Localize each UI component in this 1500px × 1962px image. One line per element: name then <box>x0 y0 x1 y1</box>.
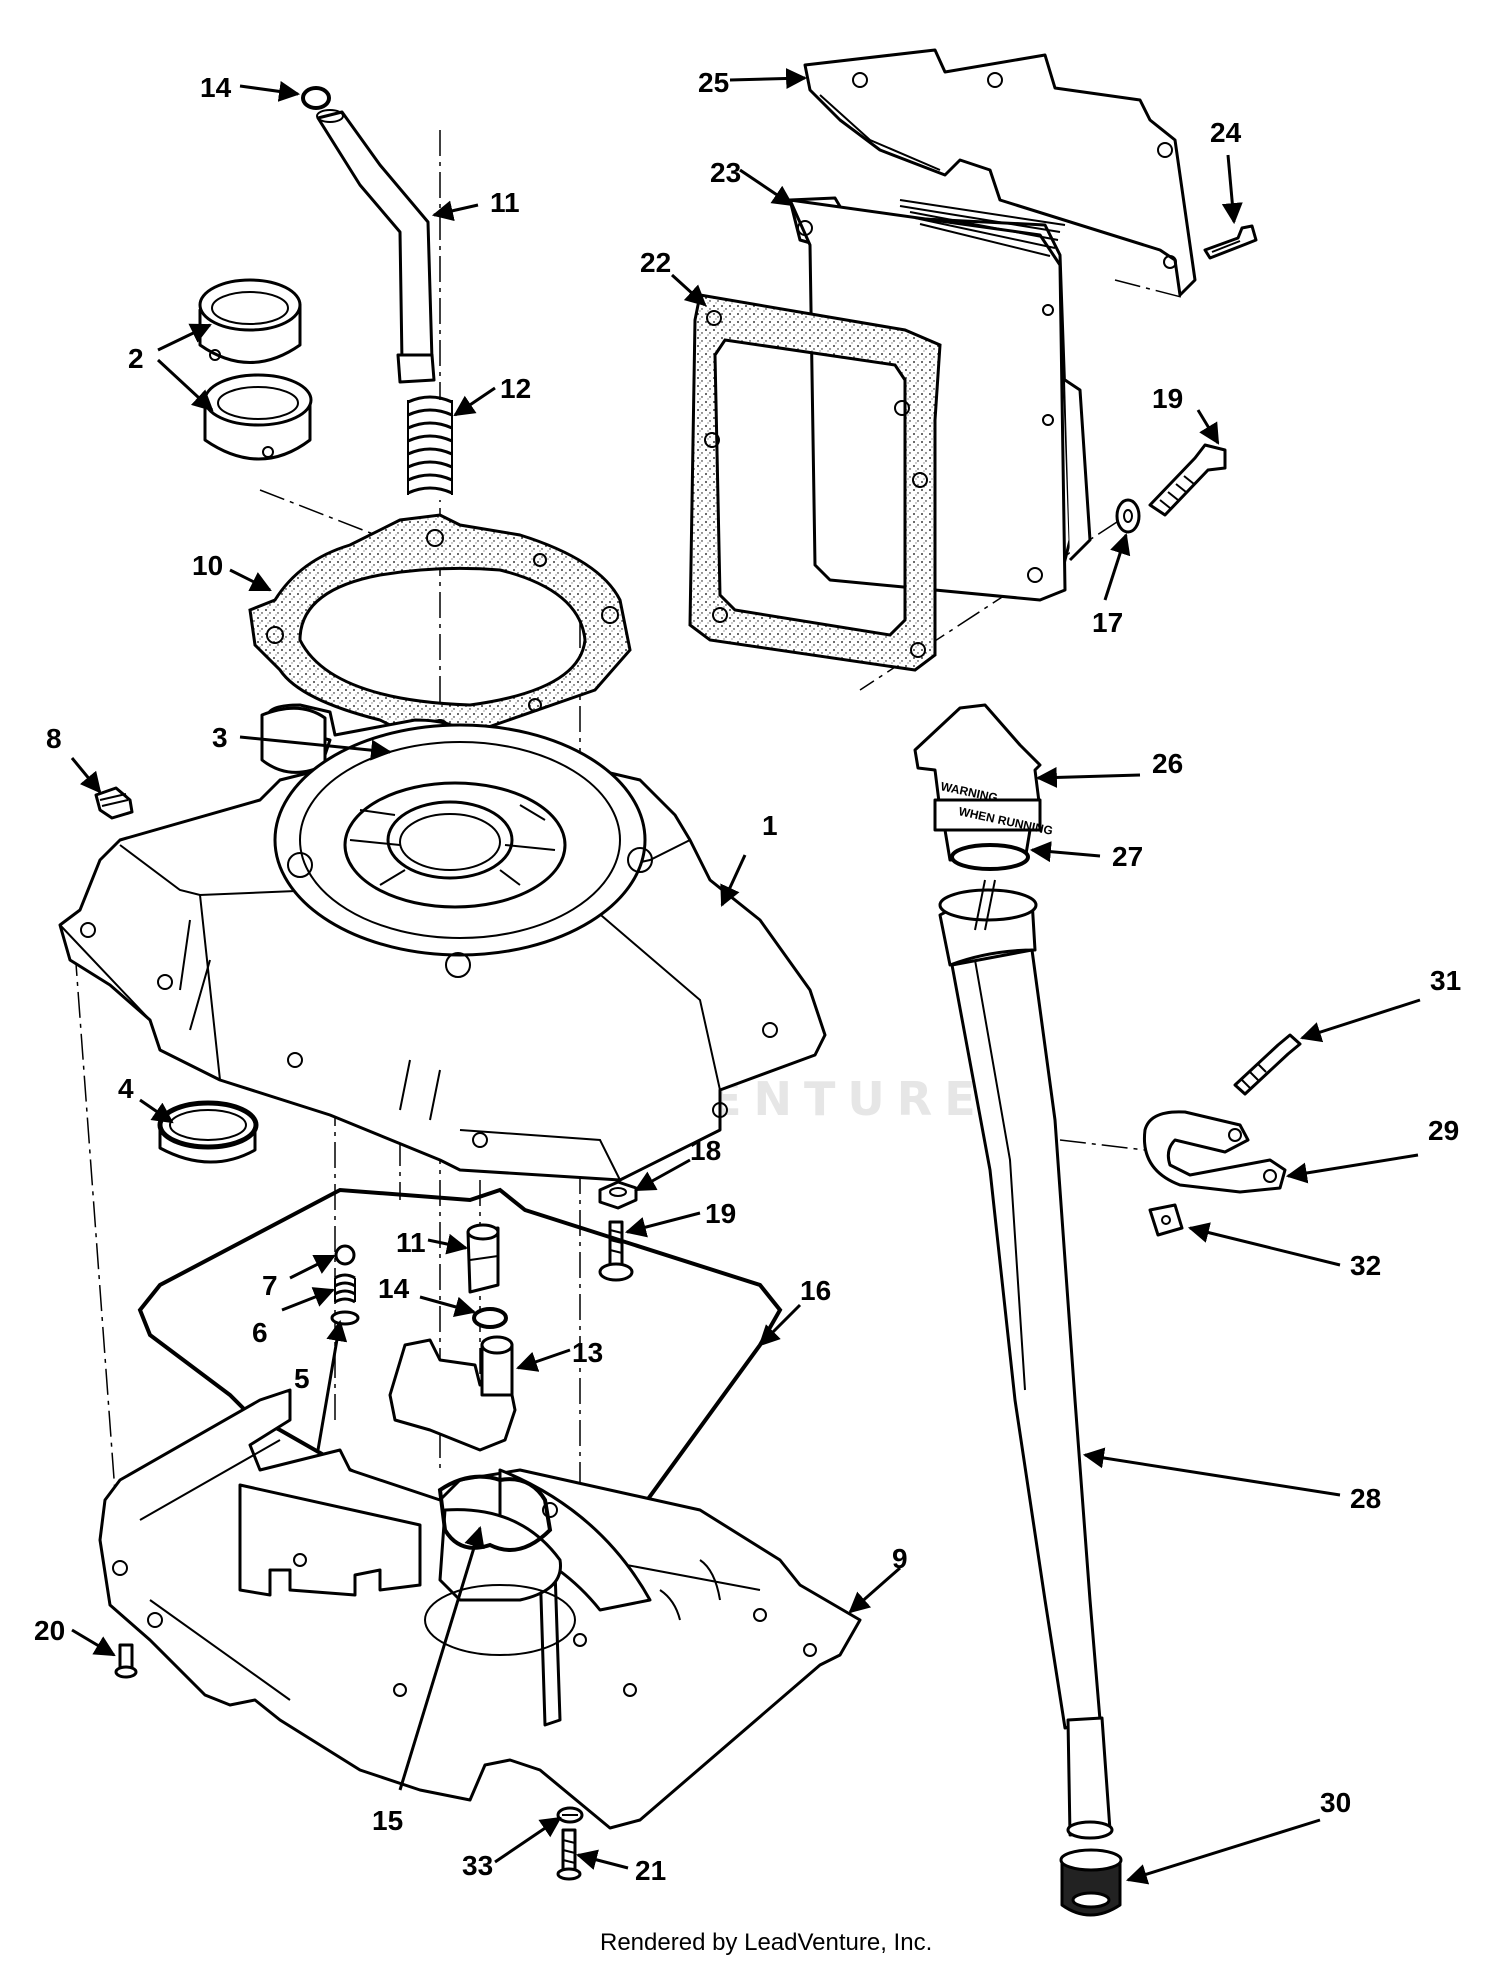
callout-17: 17 <box>1092 607 1123 638</box>
nut-18[interactable] <box>598 1180 638 1210</box>
oil-cooler-23[interactable] <box>788 196 1092 602</box>
callout-3: 3 <box>212 722 228 753</box>
screw-24[interactable] <box>1203 224 1258 260</box>
callout-5: 5 <box>294 1363 310 1394</box>
washer-33[interactable] <box>556 1806 584 1824</box>
screw-31[interactable] <box>1233 1033 1302 1096</box>
bolt-19-lower[interactable] <box>598 1220 634 1282</box>
callout-13: 13 <box>572 1337 603 1368</box>
callout-18: 18 <box>690 1135 721 1166</box>
callout-23: 23 <box>710 157 741 188</box>
clamp-29[interactable] <box>1142 1110 1287 1194</box>
callout-19-lower: 19 <box>705 1198 736 1229</box>
bearing-2-upper[interactable] <box>198 278 302 364</box>
oil-sump-9[interactable] <box>98 1388 862 1830</box>
callout-14-upper: 14 <box>200 72 232 103</box>
callout-15: 15 <box>372 1805 403 1836</box>
grommet-30[interactable] <box>1059 1848 1123 1917</box>
callout-11-lower: 11 <box>396 1227 426 1258</box>
o-ring-14-upper[interactable] <box>301 86 331 110</box>
screw-21[interactable] <box>556 1828 582 1881</box>
callout-31: 31 <box>1430 965 1461 996</box>
callout-1: 1 <box>762 810 778 841</box>
callout-27: 27 <box>1112 841 1143 872</box>
callout-20: 20 <box>34 1615 65 1646</box>
callout-29: 29 <box>1428 1115 1459 1146</box>
callout-22: 22 <box>640 247 671 278</box>
callout-19-upper: 19 <box>1152 383 1183 414</box>
callout-9: 9 <box>892 1543 908 1574</box>
screw-20[interactable] <box>114 1643 138 1679</box>
callout-32: 32 <box>1350 1250 1381 1281</box>
callout-14-lower: 14 <box>378 1273 410 1304</box>
crankcase-cover-1[interactable] <box>58 703 827 1182</box>
callout-11-upper: 11 <box>490 187 520 218</box>
nut-32[interactable] <box>1148 1203 1184 1237</box>
dipstick-cap-26[interactable]: WARNING WHEN RUNNING <box>913 703 1054 862</box>
callout-8: 8 <box>46 723 62 754</box>
callout-21: 21 <box>635 1855 666 1886</box>
oil-tube-11-upper[interactable] <box>316 109 436 384</box>
footer-credit: Rendered by LeadVenture, Inc. <box>600 1929 932 1956</box>
callout-30: 30 <box>1320 1787 1351 1818</box>
gasket-22[interactable] <box>688 293 942 672</box>
callout-2: 2 <box>128 343 144 374</box>
o-ring-27[interactable] <box>950 843 1030 871</box>
bearing-2-lower[interactable] <box>203 373 313 461</box>
callout-6: 6 <box>252 1317 268 1348</box>
gasket-10[interactable] <box>248 513 632 747</box>
plug-8[interactable] <box>94 786 134 820</box>
fill-tube-28[interactable] <box>938 879 1114 1840</box>
spring-6[interactable] <box>334 1273 356 1304</box>
callout-12: 12 <box>500 373 531 404</box>
spring-12[interactable] <box>407 395 453 500</box>
callout-16: 16 <box>800 1275 831 1306</box>
callout-25: 25 <box>698 67 729 98</box>
callout-7: 7 <box>262 1270 278 1301</box>
callout-labels: 1 2 3 4 5 6 7 8 9 10 11 11 12 13 14 14 1… <box>34 67 1461 1886</box>
callout-33: 33 <box>462 1850 493 1881</box>
callout-4: 4 <box>118 1073 134 1104</box>
leader-arrows <box>70 68 1421 1885</box>
oil-pickup-13[interactable] <box>388 1335 517 1452</box>
bolt-19-upper[interactable] <box>1148 443 1227 517</box>
ball-7[interactable] <box>334 1244 356 1266</box>
seal-4[interactable] <box>157 1100 259 1164</box>
oil-tube-11-lower[interactable] <box>466 1223 500 1294</box>
callout-10: 10 <box>192 550 223 581</box>
callout-26: 26 <box>1152 748 1183 779</box>
washer-17[interactable] <box>1115 498 1141 534</box>
cover-plate-25[interactable] <box>803 48 1197 297</box>
o-ring-14-lower[interactable] <box>472 1307 508 1329</box>
clip-5[interactable] <box>330 1310 360 1326</box>
callout-28: 28 <box>1350 1483 1381 1514</box>
callout-24: 24 <box>1210 117 1242 148</box>
